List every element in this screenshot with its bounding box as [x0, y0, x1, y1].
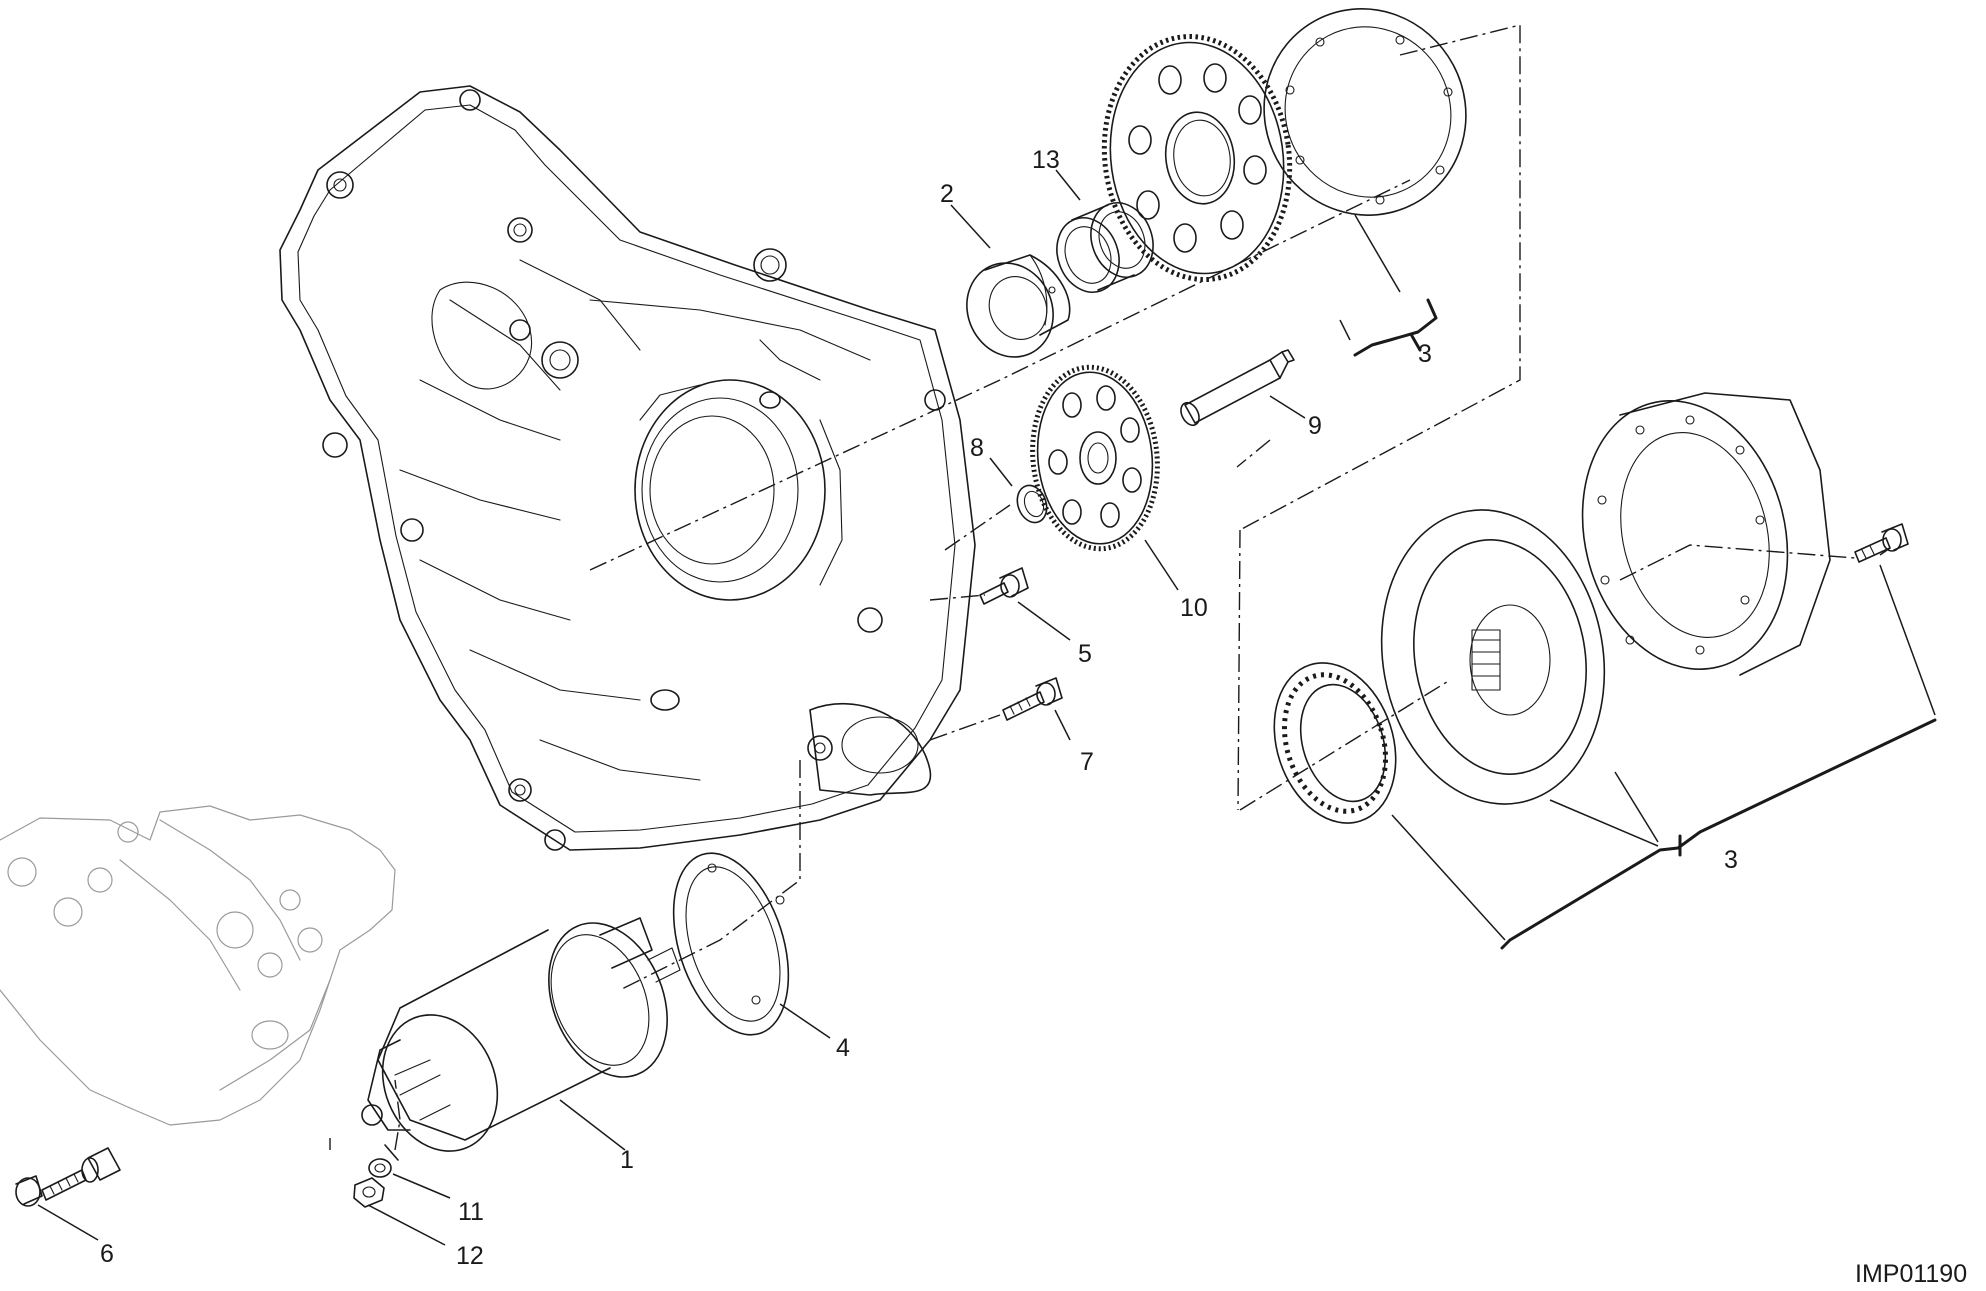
callout-13: 13 [1032, 146, 1060, 174]
part-7-screw [1002, 677, 1063, 721]
part-6-bolt [15, 1147, 121, 1207]
part-13-bearing [1056, 202, 1154, 293]
part-2-bushing [966, 254, 1071, 358]
part-5-screw [979, 567, 1029, 605]
callout-12: 12 [456, 1242, 484, 1270]
callout-9: 9 [1308, 412, 1322, 440]
part-9-shaft [1180, 349, 1295, 427]
part-1-starter-motor [361, 917, 681, 1161]
part-4-gasket [672, 852, 790, 1036]
callout-4: 4 [836, 1034, 850, 1062]
part-11-washer [368, 1158, 392, 1178]
callout-1: 1 [620, 1146, 634, 1174]
callout-6: 6 [100, 1240, 114, 1268]
callout-2: 2 [940, 180, 954, 208]
callout-3-gear: 3 [1418, 340, 1432, 368]
large-starter-gear [1101, 34, 1293, 282]
part-10-idler-gear [1030, 364, 1160, 552]
crankcase-partial [0, 805, 396, 1126]
callout-7: 7 [1080, 748, 1094, 776]
callout-5: 5 [1078, 640, 1092, 668]
leader-lines [37, 169, 1937, 1246]
callout-8: 8 [970, 434, 984, 462]
assembly-axis-lines [329, 24, 1891, 1151]
starter-clutch-assembly [1273, 392, 1909, 824]
callout-10: 10 [1180, 594, 1208, 622]
part-12-nut [353, 1177, 385, 1208]
callout-11: 11 [458, 1198, 484, 1226]
callout-3-clutch: 3 [1724, 846, 1738, 874]
crankcase-half [279, 85, 976, 851]
part-8-circlip [1016, 484, 1048, 524]
callout-labels: 2 13 3 9 8 10 5 7 3 4 1 11 6 12 [100, 146, 1738, 1270]
image-code: IMP01190 [1855, 1260, 1967, 1288]
ring-cover [1263, 8, 1467, 216]
